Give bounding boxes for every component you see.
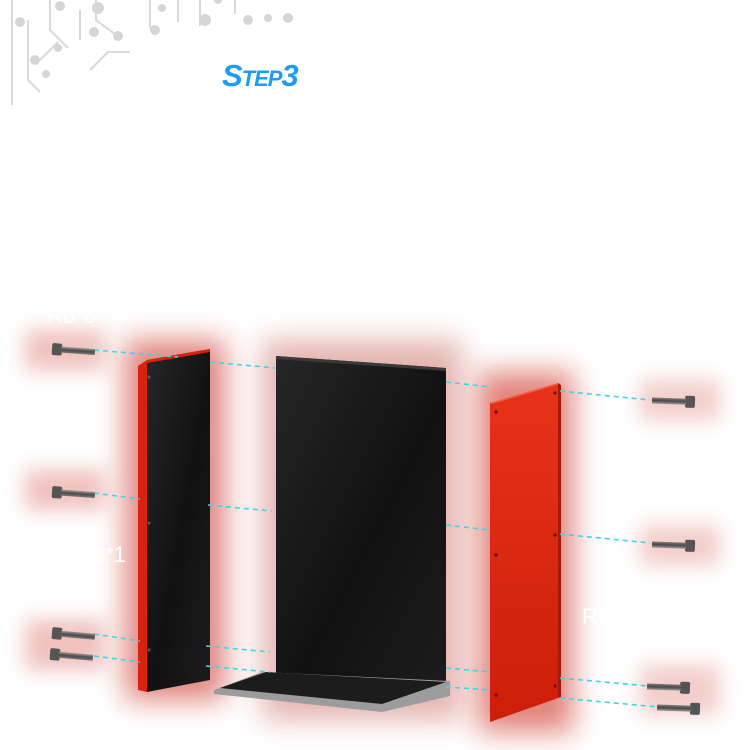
screws-left: [49, 343, 96, 661]
left-panel-rg: [138, 349, 210, 692]
screw-icon: [646, 681, 691, 694]
screw-icon: [651, 539, 696, 552]
screw-icon: [656, 702, 701, 715]
screw-icon: [51, 627, 96, 640]
screw-icon: [51, 486, 96, 499]
step-title: Step3: [222, 58, 299, 93]
right-panel-rf: [490, 383, 561, 722]
label-rb-screws: Rb*8: [47, 303, 96, 328]
screws-right: [646, 395, 701, 715]
circuit-nodes: [15, 0, 293, 78]
screw-icon: [51, 343, 96, 356]
screw-icon: [49, 648, 94, 661]
screw-icon: [651, 395, 696, 408]
guide-lines: [93, 349, 659, 708]
center-panel: [214, 356, 450, 712]
label-rg-panel: Rg*1: [77, 542, 126, 567]
label-rf-panel: Rf*1: [582, 604, 625, 629]
